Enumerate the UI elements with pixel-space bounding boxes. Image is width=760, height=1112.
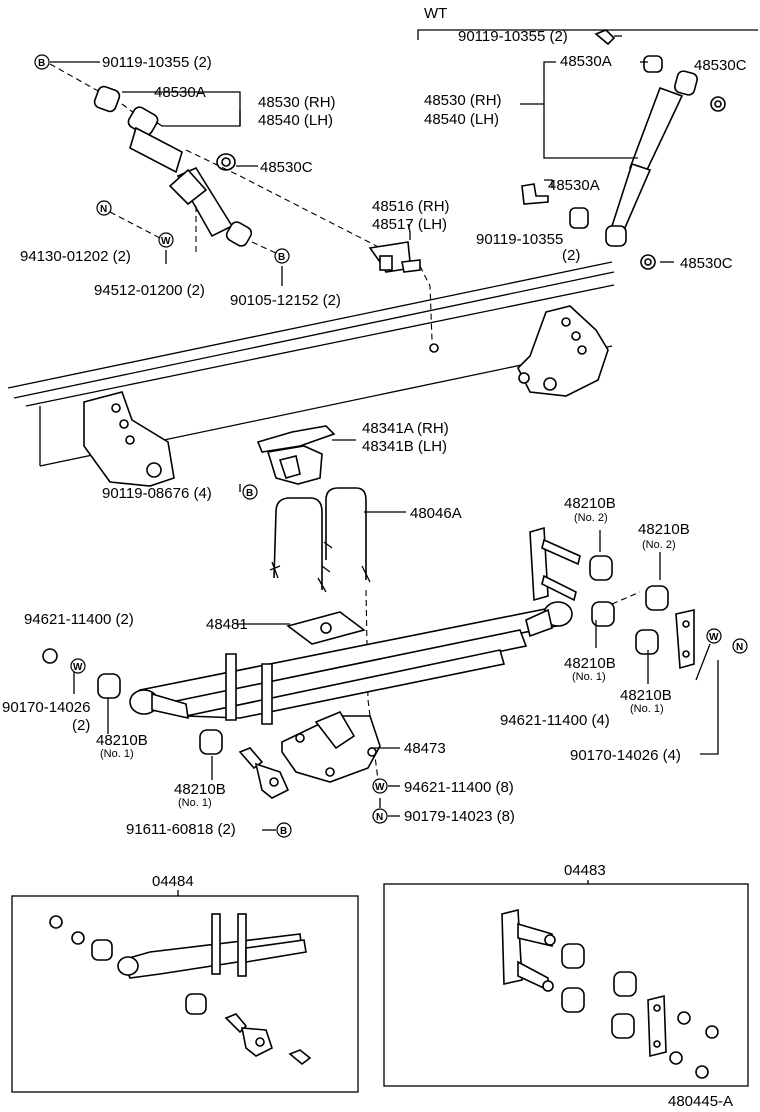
part-labels: 90119-10355 (2) 48530A 48530 (RH) 48540 … [2, 28, 747, 838]
figure-code: 480445-A [668, 1093, 733, 1110]
marker-b-1: B [34, 54, 50, 70]
svg-text:B: B [280, 826, 287, 837]
u-bolts [269, 487, 379, 781]
label-90105-12152: 90105-12152 (2) [230, 292, 341, 309]
label-94621-11400-4: 94621-11400 (4) [500, 712, 610, 729]
marker-n-3: N [372, 808, 388, 824]
label-wt-90119-10355: 90119-10355 (2) [458, 28, 568, 45]
marker-w-3: W [70, 658, 86, 674]
kit-04483: 04483 [383, 862, 749, 1087]
svg-text:W: W [709, 632, 719, 643]
label-48473: 48473 [404, 740, 446, 757]
svg-text:B: B [278, 252, 285, 263]
label-90170-14026-qty: (2) [72, 717, 90, 734]
label-91611-60818: 91611-60818 (2) [126, 821, 236, 838]
label-90119-10355: 90119-10355 (2) [102, 54, 212, 71]
svg-text:W: W [375, 782, 385, 793]
marker-w-1: W [158, 232, 174, 248]
label-48540-lh: 48540 (LH) [258, 112, 333, 129]
label-94621-11400-2: 94621-11400 (2) [24, 611, 134, 628]
front-spring-hanger [83, 391, 175, 487]
kit-04484-number: 04484 [152, 873, 194, 890]
label-90170-14026-4: 90170-14026 (4) [570, 747, 681, 764]
svg-text:B: B [246, 488, 253, 499]
bump-stopper [368, 241, 439, 353]
marker-b-3: B [242, 484, 258, 500]
label-90179-14023-8: 90179-14023 (8) [404, 808, 515, 825]
spring-shackle [529, 526, 695, 670]
marker-w-2: W [706, 628, 722, 644]
svg-text:B: B [38, 58, 45, 69]
spring-seat [286, 611, 366, 645]
label-wt-48530c-low: 48530C [680, 255, 733, 272]
svg-text:W: W [73, 662, 83, 673]
label-48210b-front-b: 48210B [174, 781, 226, 798]
svg-text:W: W [161, 236, 171, 247]
label-90119-08676: 90119-08676 (4) [102, 485, 212, 502]
label-wt-90119-10355-b: 90119-10355 [476, 231, 563, 248]
label-48530a: 48530A [154, 84, 206, 101]
marker-n-1: N [96, 200, 112, 216]
label-48530c: 48530C [260, 159, 313, 176]
label-48210b-no1-a: 48210B [564, 655, 616, 672]
spring-bumper-bracket [256, 425, 336, 485]
label-48516-rh: 48516 (RH) [372, 198, 450, 215]
label-wt-48540-lh: 48540 (LH) [424, 111, 499, 128]
marker-b-4: B [276, 822, 292, 838]
label-wt-qty: (2) [562, 247, 580, 264]
svg-text:N: N [736, 642, 743, 653]
label-48046a: 48046A [410, 505, 462, 522]
label-48210b-no1-a-sub: (No. 1) [572, 671, 606, 683]
label-wt-48530-rh: 48530 (RH) [424, 92, 502, 109]
label-48210b-front: 48210B [96, 732, 148, 749]
label-48210b-no2-b-sub: (No. 2) [642, 539, 676, 551]
svg-text:N: N [100, 204, 107, 215]
spring-plate [281, 710, 381, 783]
label-94130-01202: 94130-01202 (2) [20, 248, 131, 265]
label-48210b-front-b-sub: (No. 1) [178, 797, 212, 809]
label-48530-rh: 48530 (RH) [258, 94, 336, 111]
shock-absorber-left [49, 63, 401, 259]
label-wt-48530a-top: 48530A [560, 53, 612, 70]
label-48341a-rh: 48341A (RH) [362, 420, 449, 437]
label-48210b-no2-a-sub: (No. 2) [574, 512, 608, 524]
svg-text:N: N [376, 812, 383, 823]
marker-n-2: N [732, 638, 748, 654]
shock-absorber-right [521, 29, 726, 270]
kit-04483-number: 04483 [564, 862, 606, 879]
marker-b-2: B [274, 248, 290, 264]
front-spring-pin [42, 648, 290, 799]
label-94512-01200: 94512-01200 (2) [94, 282, 205, 299]
label-48341b-lh: 48341B (LH) [362, 438, 447, 455]
label-48210b-no1-b-sub: (No. 1) [630, 703, 664, 715]
label-48210b-no2-b: 48210B [638, 521, 690, 538]
label-wt-48530a-low: 48530A [548, 177, 600, 194]
label-48517-lh: 48517 (LH) [372, 216, 447, 233]
rear-shackle-hanger [517, 305, 609, 397]
label-48210b-front-sub: (No. 1) [100, 748, 134, 760]
label-94621-11400-8: 94621-11400 (8) [404, 779, 514, 796]
label-90170-14026: 90170-14026 [2, 699, 90, 716]
label-48481: 48481 [206, 616, 248, 633]
kit-04484: 04484 [11, 873, 359, 1093]
label-48210b-no1-b: 48210B [620, 687, 672, 704]
marker-w-4: W [372, 778, 388, 794]
leader-lines [50, 35, 719, 831]
label-wt-48530c-top: 48530C [694, 57, 747, 74]
wt-variant-label: WT [424, 5, 447, 22]
wt-bracket [417, 29, 758, 40]
label-48210b-no2-a: 48210B [564, 495, 616, 512]
leaf-spring [129, 601, 573, 725]
